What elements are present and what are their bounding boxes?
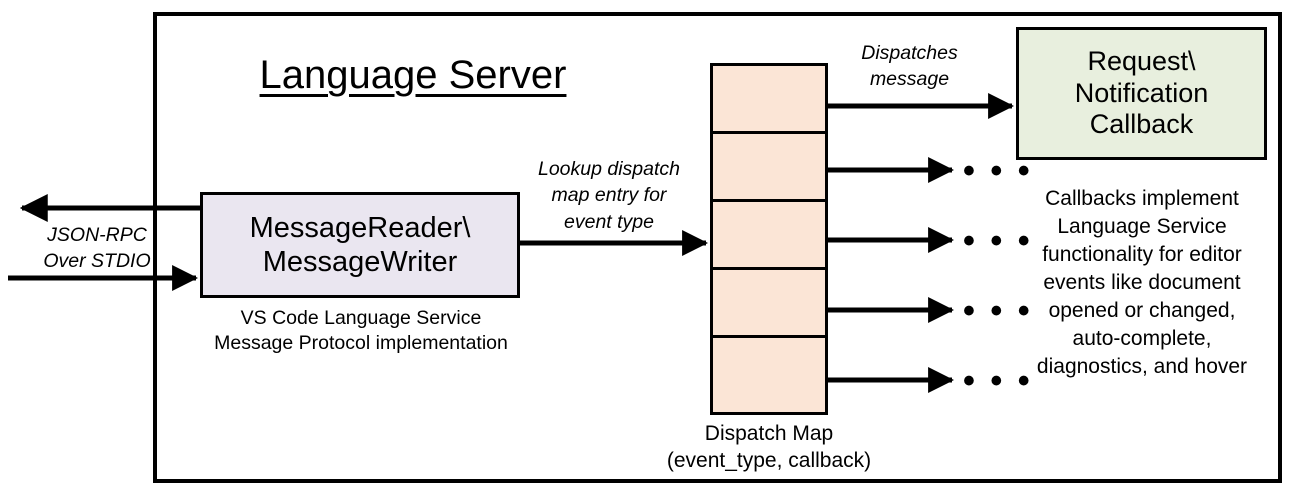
dispatch-map-caption: Dispatch Map (event_type, callback)	[634, 420, 904, 475]
dispatch-map-row[interactable]	[710, 199, 828, 270]
callback-desc-line6: auto-complete,	[1072, 326, 1212, 350]
ellipsis-2: • • •	[963, 222, 1033, 260]
callback-desc-line5: opened or changed,	[1048, 298, 1236, 322]
callback-desc-line4: events like document	[1043, 270, 1241, 294]
callback-box-line1: Request\	[1087, 45, 1196, 76]
lookup-label-line3: event type	[564, 210, 654, 233]
dispatch-map-row[interactable]	[710, 335, 828, 415]
lookup-label-line2: map entry for	[551, 184, 667, 207]
ellipsis-4: • • •	[963, 362, 1033, 400]
message-caption-line2: Message Protocol implementation	[214, 332, 508, 355]
callback-desc-line7: diagnostics, and hover	[1036, 354, 1248, 378]
ellipsis-3: • • •	[963, 292, 1033, 330]
message-box-line2: MessageWriter	[262, 246, 458, 278]
dispatch-map-row[interactable]	[710, 267, 828, 338]
message-reader-writer-node[interactable]: MessageReader\ MessageWriter	[200, 192, 520, 298]
callback-label: Request\ Notification Callback	[1075, 46, 1209, 142]
jsonrpc-label-line1: JSON-RPC	[47, 224, 147, 246]
message-caption-line1: VS Code Language Service	[240, 307, 482, 329]
callback-box-line2: Notification	[1074, 77, 1209, 108]
language-server-boundary	[153, 12, 1282, 483]
callback-box-line3: Callback	[1089, 109, 1194, 140]
dispatch-map-caption-line1: Dispatch Map	[704, 422, 834, 445]
dispatch-map-caption-line2: (event_type, callback)	[666, 449, 872, 473]
jsonrpc-label-line2: Over STDIO	[43, 250, 151, 273]
dispatch-edge-label: Dispatches message	[832, 40, 987, 93]
lookup-label-line1: Lookup dispatch	[537, 158, 681, 180]
callback-desc-line3: functionality for editor	[1042, 242, 1242, 266]
callback-desc-line2: Language Service	[1057, 214, 1227, 238]
message-reader-writer-label: MessageReader\ MessageWriter	[250, 211, 471, 279]
request-notification-callback-node[interactable]: Request\ Notification Callback	[1016, 27, 1267, 160]
dispatch-map-row[interactable]	[710, 63, 828, 134]
callback-description: Callbacks implement Language Service fun…	[1008, 185, 1276, 380]
message-box-line1: MessageReader\	[249, 211, 471, 244]
lookup-edge-label: Lookup dispatch map entry for event type	[514, 156, 704, 235]
dispatch-map-row[interactable]	[710, 131, 828, 202]
page-title: Language Server	[259, 53, 567, 97]
callback-desc-line1: Callbacks implement	[1045, 187, 1239, 210]
dispatch-map-table[interactable]	[710, 63, 828, 415]
message-reader-writer-caption: VS Code Language Service Message Protoco…	[185, 306, 537, 357]
dispatch-label-line1: Dispatches	[861, 42, 958, 64]
jsonrpc-transport-label: JSON-RPC Over STDIO	[22, 222, 172, 275]
dispatch-label-line2: message	[869, 68, 950, 91]
